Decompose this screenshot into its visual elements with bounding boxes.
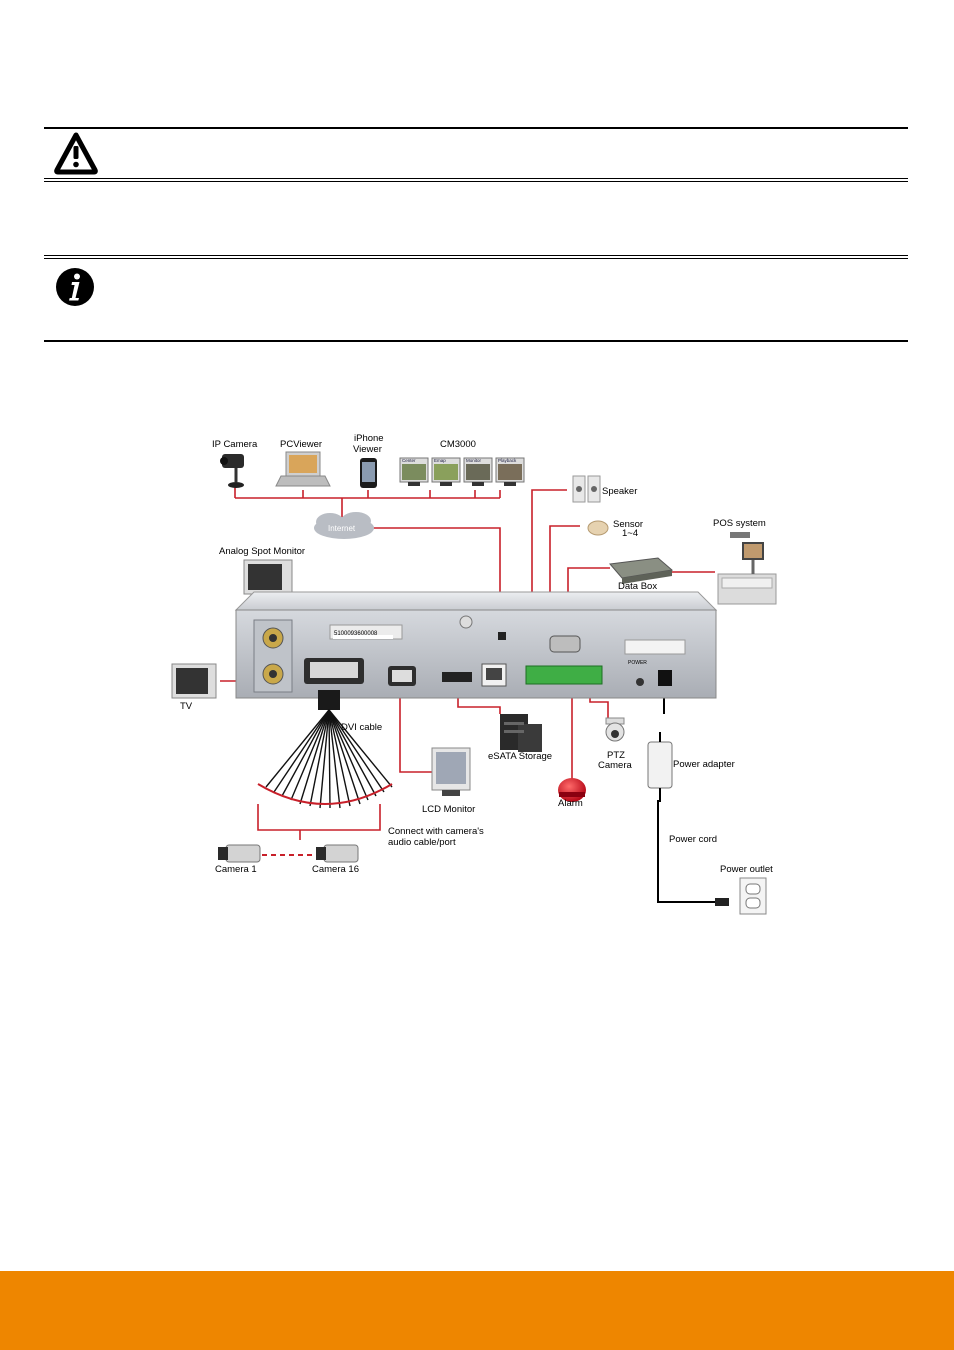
label-alarm: Alarm bbox=[558, 798, 583, 809]
dvi-cable-fanout bbox=[257, 690, 393, 809]
info-icon bbox=[55, 267, 95, 312]
label-speaker: Speaker bbox=[602, 486, 637, 497]
power-outlet-icon bbox=[715, 877, 767, 915]
label-ptz-camera-1: PTZ bbox=[607, 750, 625, 761]
laptop-icon bbox=[275, 451, 331, 487]
info-top-rule-2 bbox=[44, 258, 908, 259]
label-internet: Internet bbox=[328, 524, 356, 533]
label-connect-note-2: audio cable/port bbox=[388, 837, 456, 848]
label-dvi-cable: DVI cable bbox=[341, 722, 382, 733]
info-bottom-rule bbox=[44, 340, 908, 342]
caution-top-rule bbox=[44, 127, 908, 129]
caution-bottom-rule bbox=[44, 178, 908, 179]
label-cm-playback: Playback bbox=[498, 458, 517, 463]
label-cm-monitor: Monitor bbox=[466, 458, 482, 463]
lcd-monitor-icon bbox=[431, 747, 471, 796]
label-ip-camera: IP Camera bbox=[212, 439, 258, 450]
power-lines bbox=[657, 684, 715, 903]
label-sensor-2: 1~4 bbox=[622, 528, 638, 539]
label-sensor-1: Sensor bbox=[613, 519, 643, 530]
label-iphone-viewer-1: iPhone bbox=[354, 433, 384, 444]
camera-16-icon bbox=[316, 844, 359, 863]
analog-spot-monitor-icon bbox=[243, 559, 293, 595]
label-cm-center: Center bbox=[402, 458, 416, 463]
ptz-camera-icon bbox=[605, 717, 625, 742]
pos-system-icon bbox=[717, 532, 777, 605]
connection-diagram: 5100093600008 POWER bbox=[170, 432, 784, 916]
tv-icon bbox=[171, 663, 217, 699]
label-cm3000: CM3000 bbox=[440, 439, 476, 450]
esata-storage-icon bbox=[500, 714, 542, 752]
label-power-adapter: Power adapter bbox=[673, 759, 735, 770]
label-analog-spot-monitor: Analog Spot Monitor bbox=[219, 546, 305, 557]
camera-1-icon bbox=[218, 844, 261, 863]
info-top-rule bbox=[44, 255, 908, 256]
label-data-box: Data Box bbox=[618, 581, 657, 592]
label-lcd-monitor: LCD Monitor bbox=[422, 804, 475, 815]
label-power-cord: Power cord bbox=[669, 834, 717, 845]
label-camera-1: Camera 1 bbox=[215, 864, 257, 875]
alarm-icon bbox=[558, 778, 586, 802]
warning-triangle-icon bbox=[53, 131, 99, 180]
rear-power-label: POWER bbox=[628, 660, 647, 666]
label-esata-storage: eSATA Storage bbox=[488, 751, 552, 762]
label-pcviewer: PCViewer bbox=[280, 439, 322, 450]
ip-camera-icon bbox=[220, 454, 244, 488]
label-ptz-camera-2: Camera bbox=[598, 760, 633, 771]
data-box-icon bbox=[609, 557, 674, 584]
label-connect-note-1: Connect with camera's bbox=[388, 826, 484, 837]
sensor-icon bbox=[587, 520, 609, 536]
label-tv: TV bbox=[180, 701, 193, 712]
dvr-rear-panel: 5100093600008 POWER bbox=[234, 591, 718, 699]
power-adapter-icon bbox=[647, 732, 673, 802]
cm3000-monitors-icon bbox=[399, 457, 525, 486]
label-cm-emap: Emap bbox=[434, 458, 446, 463]
speaker-icon bbox=[572, 475, 601, 503]
label-iphone-viewer-2: Viewer bbox=[353, 444, 382, 455]
serial-number-label: 5100093600008 bbox=[334, 631, 378, 637]
caution-bottom-rule-2 bbox=[44, 181, 908, 182]
internet-cloud-icon bbox=[314, 512, 374, 539]
footer-bar bbox=[0, 1271, 954, 1350]
iphone-icon bbox=[360, 458, 377, 488]
label-camera-16: Camera 16 bbox=[312, 864, 359, 875]
label-power-outlet: Power outlet bbox=[720, 864, 773, 875]
label-pos-system: POS system bbox=[713, 518, 766, 529]
